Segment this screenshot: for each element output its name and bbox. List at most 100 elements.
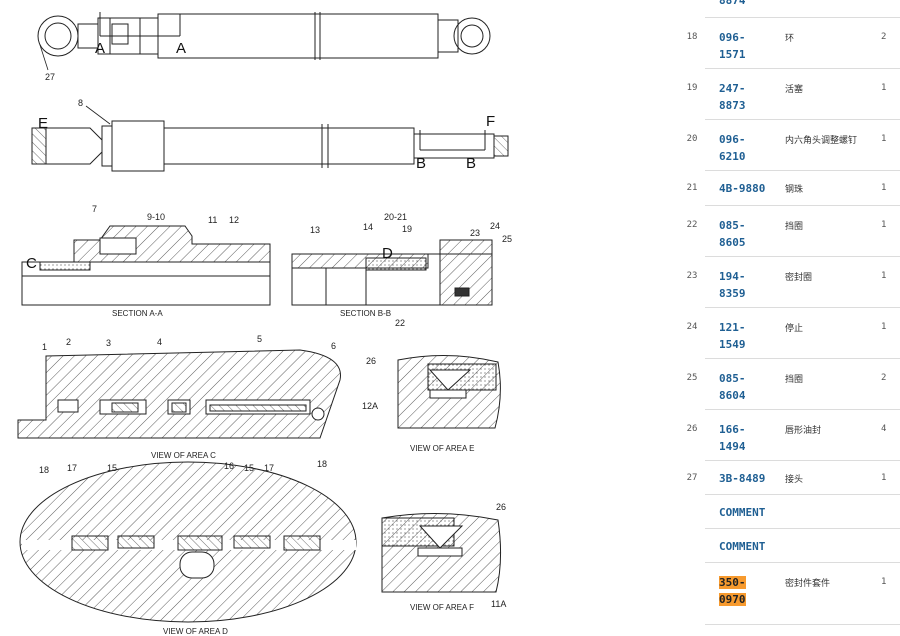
parts-row: 23 194- 8359 密封圈 1 xyxy=(687,257,900,308)
callout-11: 11 xyxy=(208,215,217,225)
part-description: 钢珠 xyxy=(785,185,804,195)
callout-27: 27 xyxy=(45,72,55,82)
part-quantity: 1 xyxy=(881,322,887,332)
caption-view-area-f: VIEW OF AREA F xyxy=(410,603,474,612)
part-quantity: 2 xyxy=(881,373,887,383)
caption-view-area-c: VIEW OF AREA C xyxy=(151,451,216,460)
callout-12a: 12A xyxy=(362,401,378,411)
parts-row: COMMENT xyxy=(705,529,900,563)
part-number-link[interactable]: COMMENT xyxy=(719,505,766,519)
callout-26-f: 26 xyxy=(496,502,506,512)
part-quantity: 1 xyxy=(881,183,887,193)
section-letter-c: C xyxy=(26,255,37,272)
item-number: 22 xyxy=(686,220,698,230)
callout-4: 4 xyxy=(157,337,162,347)
parts-row: 22 085- 8605 挡圈 1 xyxy=(687,206,900,257)
parts-row: 8874 xyxy=(705,0,900,18)
callout-12: 12 xyxy=(229,215,239,225)
part-number-link[interactable]: 350- 0970 xyxy=(719,576,746,606)
item-number: 21 xyxy=(686,183,698,193)
part-description: 接头 xyxy=(785,474,804,485)
caption-view-area-d: VIEW OF AREA D xyxy=(163,627,228,636)
section-letter-e: E xyxy=(38,115,48,132)
part-number-link[interactable]: 121- 1549 xyxy=(719,321,746,351)
part-number-link[interactable]: 3B-8489 xyxy=(719,471,766,485)
item-number: 20 xyxy=(686,134,698,144)
part-description: 环 xyxy=(785,34,795,44)
part-quantity: 1 xyxy=(881,271,887,281)
section-letter-a-right: A xyxy=(176,40,186,57)
part-description: 挡圈 xyxy=(785,375,804,385)
callout-6: 6 xyxy=(331,341,336,351)
part-quantity: 1 xyxy=(881,134,887,144)
callout-19: 19 xyxy=(402,224,412,234)
parts-diagram: A A 27 8 E F B B C 7 9-10 11 12 SECTION … xyxy=(17,12,512,636)
parts-row: 20 096- 6210 内六角头调整螺钉 1 xyxy=(687,120,900,171)
section-letter-b-right: B xyxy=(466,155,476,172)
callout-15-right: 15 xyxy=(244,463,254,473)
item-number: 18 xyxy=(686,32,698,42)
parts-table: 8874 18 096- 1571 环 2 19 247- 8873 活塞 1 20 096- 62… xyxy=(687,0,900,625)
callout-1: 1 xyxy=(42,342,47,352)
part-number-link[interactable]: 194- 8359 xyxy=(719,270,746,300)
part-number-link[interactable]: 085- 8605 xyxy=(719,219,746,249)
part-description: 内六角头调整螺钉 xyxy=(785,136,858,146)
callout-20-21: 20-21 xyxy=(384,212,407,222)
callout-26-e: 26 xyxy=(366,356,376,366)
callout-25: 25 xyxy=(502,234,512,244)
part-quantity: 1 xyxy=(881,472,887,483)
view-area-f xyxy=(381,512,502,593)
item-number: 23 xyxy=(686,271,698,281)
caption-section-a-a: SECTION A-A xyxy=(112,309,163,318)
parts-row: COMMENT xyxy=(705,495,900,529)
callout-17-left: 17 xyxy=(67,463,77,473)
callout-8: 8 xyxy=(78,98,83,108)
part-description: 唇形油封 xyxy=(785,426,822,436)
part-number-link[interactable]: 8874 xyxy=(719,0,746,7)
item-number: 26 xyxy=(686,424,698,434)
part-quantity: 1 xyxy=(881,577,887,587)
part-number-link[interactable]: 096- 6210 xyxy=(719,133,746,163)
section-letter-f: F xyxy=(486,113,495,130)
cylinder-view-middle xyxy=(31,120,509,172)
part-quantity: 1 xyxy=(881,83,887,93)
callout-24: 24 xyxy=(490,221,500,231)
callout-16: 16 xyxy=(224,461,234,471)
part-quantity: 2 xyxy=(881,32,887,42)
parts-row: 21 4B-9880 钢珠 1 xyxy=(687,171,900,206)
callout-23: 23 xyxy=(470,228,480,238)
item-number: 19 xyxy=(686,83,698,93)
item-number: 25 xyxy=(686,373,698,383)
callout-7: 7 xyxy=(92,204,97,214)
section-letter-a-left: A xyxy=(95,40,105,57)
callout-13: 13 xyxy=(310,225,320,235)
part-number-link[interactable]: 096- 1571 xyxy=(719,31,746,61)
part-description: 停止 xyxy=(785,324,804,334)
view-area-c xyxy=(17,349,341,439)
callout-18-right: 18 xyxy=(317,459,327,469)
part-description: 挡圈 xyxy=(785,222,804,232)
part-quantity: 4 xyxy=(881,424,887,434)
part-description: 密封圈 xyxy=(785,273,813,283)
item-number: 24 xyxy=(686,322,698,332)
part-quantity: 1 xyxy=(881,220,887,230)
caption-section-b-b: SECTION B-B xyxy=(340,309,391,318)
view-area-d xyxy=(19,461,357,623)
section-letter-d: D xyxy=(382,245,393,262)
parts-row: 26 166- 1494 唇形油封 4 xyxy=(687,410,900,461)
part-number-link[interactable]: 085- 8604 xyxy=(719,372,746,402)
part-number-link[interactable]: COMMENT xyxy=(719,539,766,553)
part-number-link[interactable]: 166- 1494 xyxy=(719,423,746,453)
part-description: 活塞 xyxy=(785,85,804,95)
part-number-link[interactable]: 247- 8873 xyxy=(719,82,746,112)
callout-18-left: 18 xyxy=(39,465,49,475)
cylinder-view-top xyxy=(37,12,491,60)
callout-2: 2 xyxy=(66,337,71,347)
part-number-link[interactable]: 4B-9880 xyxy=(719,182,766,195)
parts-row: 18 096- 1571 环 2 xyxy=(687,18,900,69)
caption-view-area-e: VIEW OF AREA E xyxy=(410,444,474,453)
parts-row: 24 121- 1549 停止 1 xyxy=(687,308,900,359)
parts-row: 19 247- 8873 活塞 1 xyxy=(687,69,900,120)
view-area-e xyxy=(397,354,501,429)
